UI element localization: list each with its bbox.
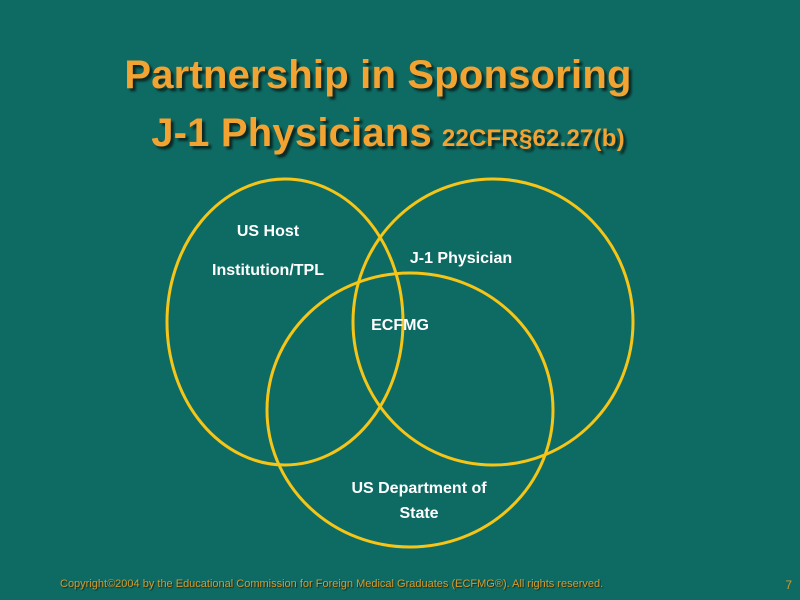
title-citation: 22CFR§62.27(b)	[441, 125, 625, 152]
circle-us-host	[165, 177, 405, 467]
label-us-dept-state: US Department of State	[336, 476, 502, 526]
label-us-host-line1: US Host	[236, 223, 300, 240]
label-ecfmg: ECFMG	[371, 317, 429, 334]
circle-j1-physician	[351, 177, 635, 467]
copyright-footer: Copyright©2004 by the Educational Commis…	[60, 578, 604, 590]
title-text-1: Partnership in Sponsoring	[124, 53, 632, 97]
label-us-dept-state-line2: State	[399, 505, 439, 522]
title-line-2: J-1 Physicians 22CFR§62.27(b)	[0, 110, 788, 162]
label-us-host-line2: Institution/TPL	[212, 262, 324, 279]
label-j1-physician: J-1 Physician	[409, 250, 513, 267]
page-number: 7	[785, 578, 792, 592]
label-us-dept-state-line1: US Department of	[351, 480, 487, 497]
circle-us-dept-state	[265, 271, 555, 549]
title-line-1: Partnership in Sponsoring	[0, 52, 778, 98]
title-text-2: J-1 Physicians	[151, 111, 432, 155]
label-us-host: US Host Institution/TPL	[206, 222, 330, 281]
